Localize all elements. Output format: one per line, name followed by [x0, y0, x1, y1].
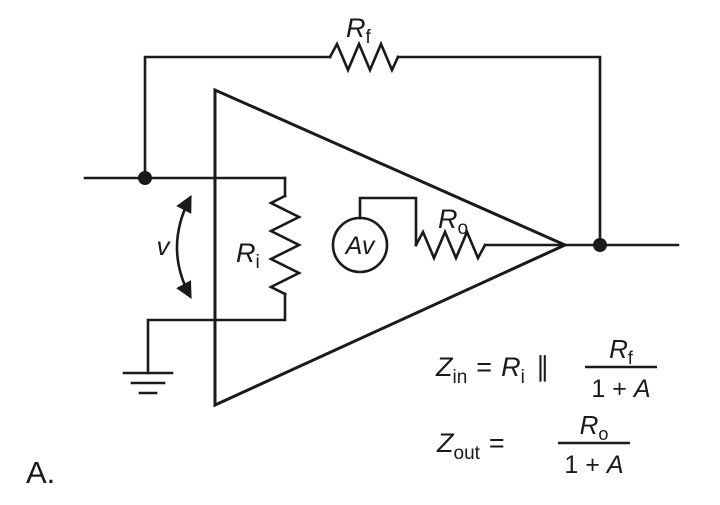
ri-label: Ri	[236, 238, 260, 273]
rf-resistor	[328, 40, 400, 74]
rf-label: Rf	[346, 13, 372, 48]
v-label: v	[157, 231, 172, 261]
zout-numerator: Ro	[580, 410, 609, 444]
ro-resistor	[414, 228, 487, 262]
ri-resistor	[268, 194, 302, 296]
zin-numerator: Rf	[609, 334, 634, 368]
ground-symbol	[122, 371, 174, 395]
feedback-wire-right	[396, 55, 602, 247]
zout-equation: Zout= Ro 1 +A	[436, 410, 630, 479]
output-node-dot	[593, 238, 607, 252]
ro-label: Ro	[438, 204, 468, 239]
zin-denominator: 1 +A	[591, 375, 650, 403]
svg-text:Zin=Ri∥: Zin=Ri∥	[435, 352, 549, 388]
figure-label: A.	[26, 455, 55, 490]
ri-bottom-lead	[146, 292, 287, 375]
svg-text:Zout=: Zout=	[436, 428, 505, 464]
av-to-ro-wire	[358, 196, 418, 247]
zin-equation: Zin=Ri∥ Rf 1 +A	[435, 334, 657, 403]
zout-denominator: 1 +A	[564, 451, 623, 479]
v-arrow	[175, 195, 192, 299]
input-node-dot	[138, 171, 152, 185]
feedback-wire-left	[143, 55, 332, 180]
av-label: Av	[344, 232, 376, 260]
op-amp-triangle	[213, 87, 569, 408]
